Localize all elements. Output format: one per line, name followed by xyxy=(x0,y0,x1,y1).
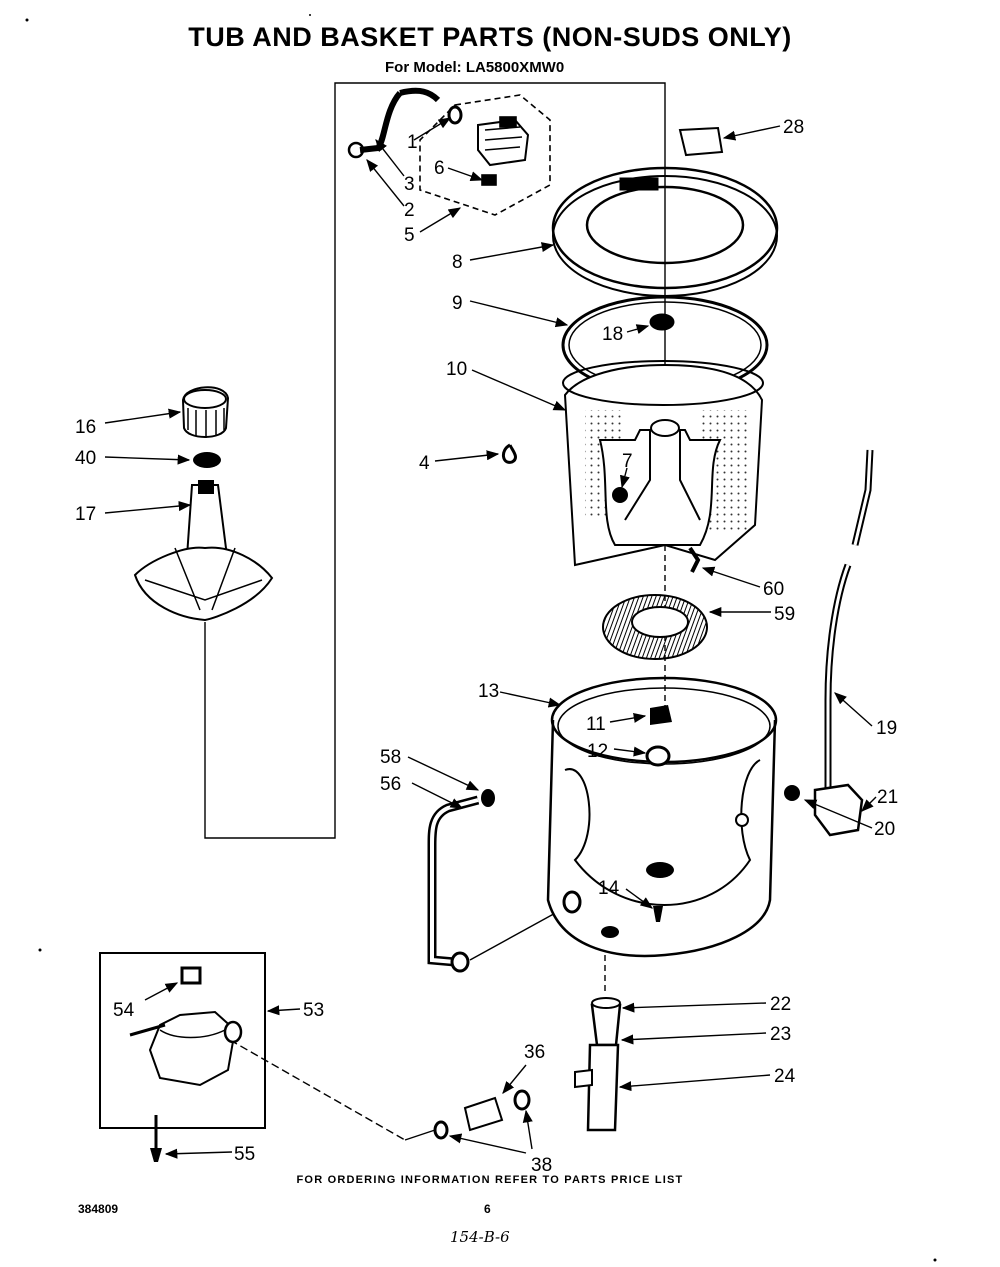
callout-14: 14 xyxy=(598,878,620,899)
callout-28: 28 xyxy=(783,117,804,138)
page-number: 6 xyxy=(484,1202,491,1216)
callout-17: 17 xyxy=(75,504,96,525)
doc-number: 384809 xyxy=(78,1202,119,1216)
callout-23: 23 xyxy=(770,1024,791,1045)
callout-7: 7 xyxy=(622,451,633,472)
drain-pipe-assembly xyxy=(433,997,622,1140)
callout-21: 21 xyxy=(877,787,898,808)
model-line: For Model: LA5800XMW0 xyxy=(385,59,565,76)
callout-58: 58 xyxy=(380,747,401,768)
callout-16: 16 xyxy=(75,417,96,438)
part-19-hose xyxy=(824,449,874,790)
callout-3: 3 xyxy=(404,174,415,195)
callout-55: 55 xyxy=(234,1144,255,1165)
pump-assembly xyxy=(129,966,243,1162)
part-59-ring xyxy=(602,594,708,660)
callout-38: 38 xyxy=(531,1155,552,1176)
callout-13: 13 xyxy=(478,681,499,702)
ordering-note: FOR ORDERING INFORMATION REFER TO PARTS … xyxy=(296,1174,684,1186)
callout-1: 1 xyxy=(407,132,418,153)
callout-10: 10 xyxy=(446,359,467,380)
callout-36: 36 xyxy=(524,1042,545,1063)
callout-4: 4 xyxy=(419,453,430,474)
water-valve-assembly xyxy=(347,87,551,216)
part-14-screw xyxy=(653,906,663,922)
callout-5: 5 xyxy=(404,225,415,246)
part-13-outer-tub xyxy=(546,676,778,958)
callout-60: 60 xyxy=(763,579,784,600)
callout-59: 59 xyxy=(774,604,795,625)
part-28-cover xyxy=(678,126,724,157)
callout-24: 24 xyxy=(774,1066,796,1087)
part-58-clamp xyxy=(481,789,495,807)
part-56-hose xyxy=(427,795,480,967)
callout-56: 56 xyxy=(380,774,401,795)
part-11-nut xyxy=(650,705,672,725)
callout-2: 2 xyxy=(404,200,415,221)
part-10-basket xyxy=(562,360,764,567)
callout-54: 54 xyxy=(113,1000,135,1021)
page-title: TUB AND BASKET PARTS (NON-SUDS ONLY) xyxy=(188,22,792,52)
agitator-assembly xyxy=(133,386,274,622)
part-53-pump-box xyxy=(99,952,266,1129)
callout-6: 6 xyxy=(434,158,445,179)
callout-12: 12 xyxy=(587,741,608,762)
callout-8: 8 xyxy=(452,252,463,273)
part-12-washer xyxy=(645,745,671,767)
callout-40: 40 xyxy=(75,448,96,469)
part-4-clip xyxy=(502,443,517,464)
callout-11: 11 xyxy=(586,714,606,735)
part-60-fastener xyxy=(688,546,701,573)
callout-18: 18 xyxy=(602,324,623,345)
callout-53: 53 xyxy=(303,1000,324,1021)
callout-19: 19 xyxy=(876,718,897,739)
part-20-nut xyxy=(784,785,800,801)
callout-9: 9 xyxy=(452,293,463,314)
callout-labels: 1 3 2 5 6 28 8 9 18 10 4 7 60 59 13 11 1… xyxy=(75,117,898,1176)
callout-arrows xyxy=(104,117,877,1159)
callout-20: 20 xyxy=(874,819,895,840)
part-21-pressure-switch xyxy=(813,783,864,837)
handwritten-note: 154-B-6 xyxy=(450,1228,510,1246)
callout-22: 22 xyxy=(770,994,791,1015)
print-specks xyxy=(25,14,937,1262)
